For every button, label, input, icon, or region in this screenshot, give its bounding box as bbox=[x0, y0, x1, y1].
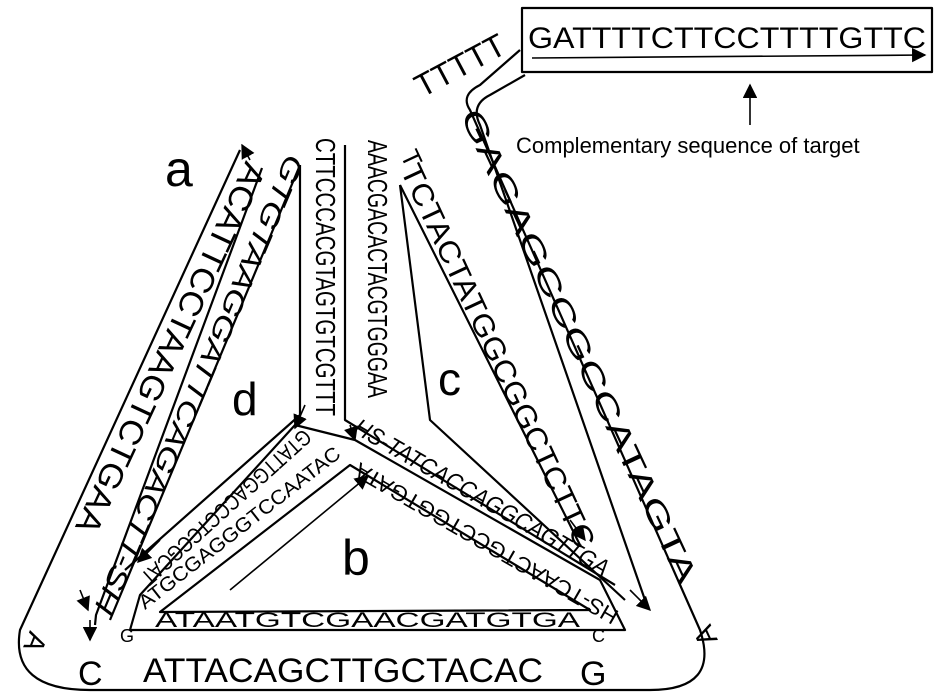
seq-b-bottom: ATAATGTCGAACGATGTGA bbox=[155, 609, 580, 632]
seq-c-outer: AAACGACACTACGTGGGAA bbox=[362, 140, 393, 398]
label-d: d bbox=[232, 373, 258, 425]
target-sequence: GATTTTCTTCCTTTTGTTC bbox=[528, 22, 926, 55]
seq-bottom: ATTACAGCTTGCTACAC bbox=[143, 652, 543, 690]
bottom-g: G bbox=[580, 655, 606, 693]
seq-d-outer: CTTCCCACGTAGTGTCGTTT bbox=[310, 138, 341, 416]
label-a: a bbox=[165, 141, 193, 197]
annotation-label: Complementary sequence of target bbox=[516, 133, 860, 158]
label-b: b bbox=[342, 530, 370, 586]
arrow-c-end bbox=[630, 590, 650, 610]
target-direction-arrow bbox=[532, 55, 925, 58]
loop-a-right: A bbox=[687, 620, 723, 650]
corner-c: C bbox=[592, 626, 605, 646]
corner-g: G bbox=[120, 626, 134, 646]
arrow-a-bottom bbox=[80, 590, 88, 610]
loop-a-left: A bbox=[17, 628, 53, 657]
bottom-c: C bbox=[78, 655, 103, 693]
label-c: c bbox=[438, 353, 461, 405]
